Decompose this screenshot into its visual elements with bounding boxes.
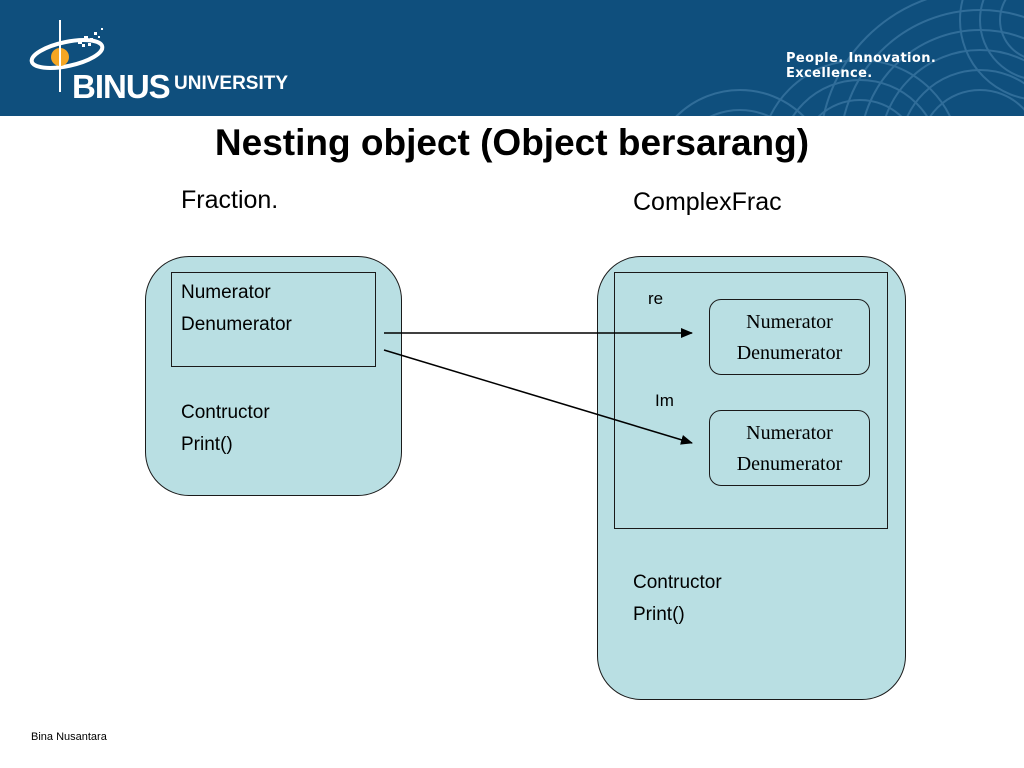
nested-attribute: Denumerator [736, 342, 843, 364]
decorative-arcs [675, 0, 1024, 116]
tagline: People. Innovation. Excellence. [786, 51, 937, 81]
fraction-attribute-box [171, 272, 376, 367]
fraction-method: Contructor [181, 402, 270, 423]
fraction-attribute: Denumerator [181, 314, 292, 335]
fraction-attribute: Numerator [181, 282, 271, 303]
complexfrac-method: Print() [633, 604, 685, 625]
nested-fraction-im: Numerator Denumerator [709, 410, 870, 486]
logo-orbit-icon [29, 20, 105, 92]
binus-logo: BINUS UNIVERSITY [22, 16, 302, 106]
fraction-method: Print() [181, 434, 233, 455]
complexfrac-method: Contructor [633, 572, 722, 593]
nested-attribute: Numerator [746, 422, 833, 444]
field-im-label: Im [655, 391, 674, 410]
logo-brand-text: BINUS [72, 68, 171, 105]
slide-title: Nesting object (Object bersarang) [214, 122, 810, 163]
footer-text: Bina Nusantara [31, 731, 107, 743]
header-banner: BINUS UNIVERSITY People. Innovation. Exc… [0, 0, 1024, 116]
logo-suffix-text: UNIVERSITY [174, 73, 289, 94]
field-re-label: re [648, 289, 664, 308]
nested-attribute: Numerator [746, 311, 833, 333]
nested-attribute: Denumerator [736, 453, 843, 475]
fraction-class-box [145, 256, 402, 496]
complexfrac-label: ComplexFrac [633, 188, 782, 216]
nested-fraction-re: Numerator Denumerator [709, 299, 870, 375]
fraction-label: Fraction. [181, 186, 279, 214]
